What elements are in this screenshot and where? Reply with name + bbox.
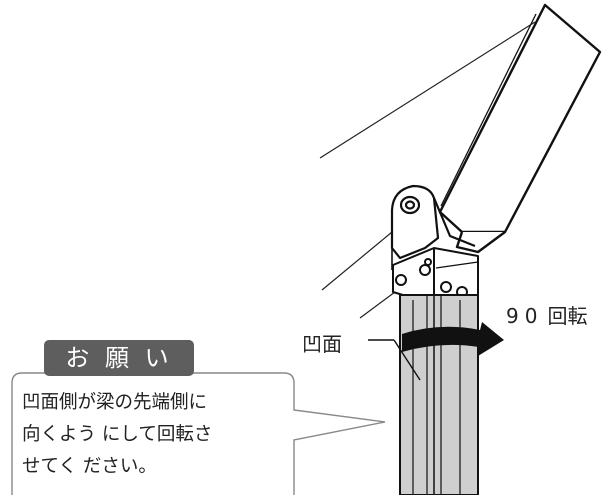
note-line-2: 向くよう にして回転さ <box>22 424 213 445</box>
rotation-degrees: 90 <box>506 304 544 328</box>
leader-line-low <box>359 291 396 319</box>
mounting-bracket <box>390 184 476 270</box>
leader-line-mid <box>321 231 393 291</box>
leader-line-top <box>319 21 536 159</box>
concave-face-label: 凹面 <box>302 332 342 356</box>
square-post <box>399 294 479 495</box>
concave-face-leader-diag <box>393 339 421 381</box>
clamp-collar <box>392 247 479 306</box>
upper-arm <box>438 3 602 254</box>
note-body: 凹面側が梁の先端側に 向くよう にして回転さ せてく ださい。 <box>22 387 212 483</box>
rotation-text: 回転 <box>547 304 588 328</box>
curved-arrow-icon <box>402 322 504 356</box>
note-line-1: 凹面側が梁の先端側に <box>22 392 208 413</box>
note-line-3: せてく ださい。 <box>22 456 157 477</box>
note-title: お 願 い <box>44 340 194 376</box>
note-callout-frame <box>11 372 386 495</box>
